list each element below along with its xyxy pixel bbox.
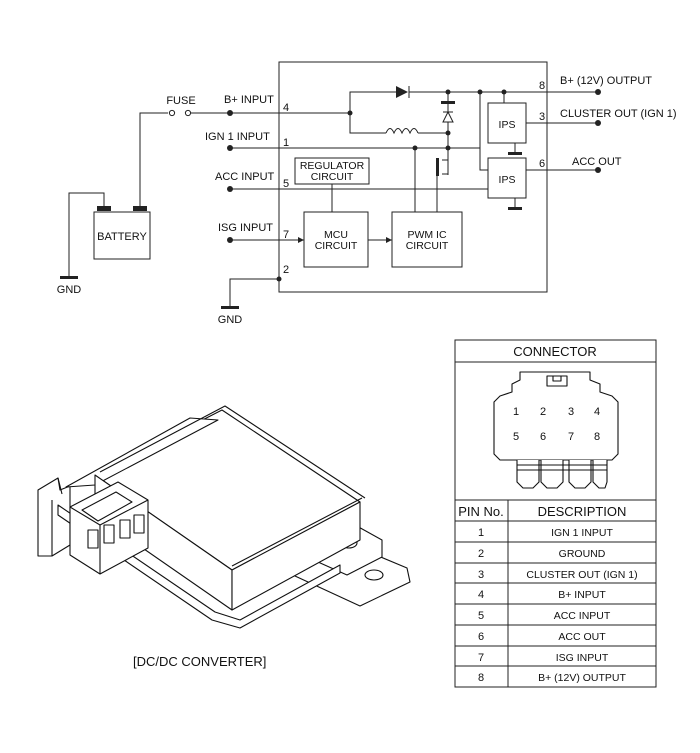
pin-2-number: 2 [283,264,289,276]
battery-gnd-wire [68,192,105,276]
face-pin-7: 7 [568,431,574,443]
fuse-terminal-a [168,109,176,117]
face-pin-5: 5 [513,431,519,443]
mcu-block [303,211,369,268]
battery-terminal-neg [97,206,111,211]
pwm-label-2: CIRCUIT [406,240,449,252]
table-row-desc: B+ INPUT [558,589,606,601]
acc-input-label: ACC INPUT [215,171,275,183]
table-row-desc: ISG INPUT [556,652,609,664]
pin-7-number: 7 [283,229,289,241]
terminal-acc-out [595,167,601,173]
pin-5-number: 5 [283,178,289,190]
mcu-label-2: CIRCUIT [315,240,358,252]
face-pin-8: 8 [594,431,600,443]
bplus-internal-wire-b [349,113,386,134]
face-pin-2: 2 [540,406,546,418]
isg-input-label: ISG INPUT [218,222,273,234]
cluster-out-label: CLUSTER OUT (IGN 1) [560,108,677,120]
table-row-pin: 3 [478,569,484,581]
ips-block-1-label: IPS [499,119,516,131]
table-row-desc: ACC OUT [558,631,606,643]
connector-face-icon [493,371,619,489]
ips-block-2-label: IPS [499,174,516,186]
gnd-symbol-left [60,276,78,279]
mcu-label-1: MCU [324,229,348,241]
battery-label: BATTERY [97,231,147,243]
table-row-desc: GROUND [559,548,606,560]
face-pin-6: 6 [540,431,546,443]
pin-3-number: 3 [539,111,545,123]
table-row-pin: 4 [478,589,484,601]
pwm-ic-block [391,211,463,268]
pin-table-header-description: DESCRIPTION [538,504,627,519]
battery-terminal-pos [133,206,147,211]
capacitor-symbol [441,101,455,104]
fuse-label: FUSE [166,95,195,107]
table-row-desc: ACC INPUT [554,610,611,622]
schematic: BATTERY GND FUSE B+ INPUT IGN 1 INPUT AC… [57,61,677,326]
pin-table [454,499,657,688]
pin-6-number: 6 [539,158,545,170]
regulator-block [294,157,370,185]
ground-wire [229,278,279,306]
face-pin-1: 1 [513,406,519,418]
bplus-internal-wire-a [230,91,396,114]
battery-fuse-wire [139,112,168,206]
face-pin-4: 4 [594,406,600,418]
regulator-label-1: REGULATOR [300,160,365,172]
table-row-pin: 6 [478,631,484,643]
ips-block-1 [487,102,527,144]
face-pin-3: 3 [568,406,574,418]
table-row-desc: B+ (12V) OUTPUT [538,672,626,684]
pin-table-header-pin: PIN No. [458,504,504,519]
gnd-label-left: GND [57,284,82,296]
product-caption: [DC/DC CONVERTER] [133,654,266,669]
gnd-label-right: GND [218,314,243,326]
pin-4-number: 4 [283,102,289,114]
ips-block-2 [487,157,527,199]
pin-1-number: 1 [283,137,289,149]
table-row-pin: 7 [478,652,484,664]
diode-symbol [396,86,408,98]
ign1-input-label: IGN 1 INPUT [205,131,270,143]
table-row-pin: 5 [478,610,484,622]
table-row-pin: 1 [478,527,484,539]
connector-table: CONNECTOR 1 2 3 4 5 6 7 8 PIN No. DESCRI… [454,339,657,688]
dc-dc-converter-illustration: [DC/DC CONVERTER] [37,405,411,669]
regulator-label-2: CIRCUIT [311,171,354,183]
connector-title: CONNECTOR [513,344,597,359]
table-row-desc: CLUSTER OUT (IGN 1) [526,569,637,581]
fuse-terminal-b [184,109,192,117]
table-row-desc: IGN 1 INPUT [551,527,613,539]
battery-box [93,211,151,260]
inductor-symbol [385,128,419,135]
converter-body-side [231,501,361,611]
table-row-pin: 8 [478,672,484,684]
b-plus-output-label: B+ (12V) OUTPUT [560,75,652,87]
pwm-label-1: PWM IC [407,229,446,241]
switch-gate-symbol [436,158,439,176]
pin-8-number: 8 [539,80,545,92]
terminal-b-plus-output [595,89,601,95]
acc-out-label: ACC OUT [572,156,622,168]
b-plus-input-label: B+ INPUT [224,94,274,106]
table-row-pin: 2 [478,548,484,560]
gnd-symbol-right [221,306,239,309]
terminal-cluster-out [595,120,601,126]
